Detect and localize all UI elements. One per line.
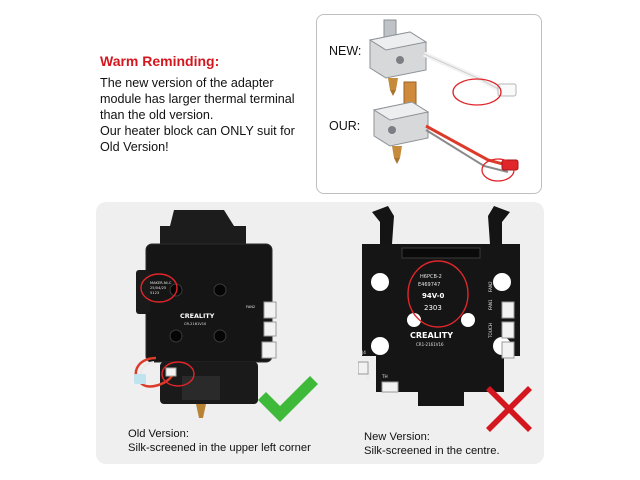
warning-body: The new version of the adapter module ha… <box>100 75 310 155</box>
warning-line: than the old version. <box>100 108 214 122</box>
new-caption-title: New Version: <box>364 431 430 443</box>
new-silk-line: 2303 <box>424 304 442 312</box>
new-silk-line: H6PCB-2 <box>420 274 442 280</box>
old-version-caption: Old Version: Silk-screened in the upper … <box>128 427 311 455</box>
new-side-label: FAN2 <box>488 281 493 292</box>
new-side-label: J4 <box>361 350 366 355</box>
new-version-label: NEW: <box>329 44 362 58</box>
old-adapter-board-image: MAKER-NI-C 25/04/25 5123 CREALITY CR-216… <box>134 210 277 418</box>
old-brand-text: CREALITY <box>180 312 215 320</box>
old-silk-line: 25/04/25 <box>150 286 166 290</box>
new-side-label: TH <box>381 374 388 379</box>
new-version-caption: New Version: Silk-screened in the centre… <box>364 430 500 458</box>
old-silk-line: MAKER-NI-C <box>150 281 172 285</box>
new-hotend-image <box>368 19 517 106</box>
new-silk-line: 94V-0 <box>422 292 445 300</box>
old-caption-title: Old Version: <box>128 428 189 440</box>
our-hotend-image <box>372 81 519 182</box>
new-side-label: FAN1 <box>488 299 493 310</box>
new-brand-text: CREALITY <box>410 331 453 340</box>
warning-line: Old Version! <box>100 140 169 154</box>
new-caption-text: Silk-screened in the centre. <box>364 445 500 457</box>
new-adapter-board-image: H6PCB-2 E469747 94V-0 2303 CREALITY CR1-… <box>358 206 520 406</box>
new-model-text: CR1-2161V16 <box>416 342 444 347</box>
old-caption-text: Silk-screened in the upper left corner <box>128 442 311 454</box>
warning-line: Our heater block can ONLY suit for <box>100 124 295 138</box>
old-silk-line: 5123 <box>150 291 159 295</box>
cross-icon <box>486 386 532 432</box>
new-side-label: TOUCH <box>488 323 493 339</box>
old-model-text: CR-2161V10 <box>184 322 207 326</box>
new-silk-line: E469747 <box>418 282 440 288</box>
warning-line: module has larger thermal terminal <box>100 92 295 106</box>
warning-line: The new version of the adapter <box>100 76 274 90</box>
new-side-label: HEAT <box>365 370 370 381</box>
our-version-label: OUR: <box>329 119 361 133</box>
check-icon <box>258 376 318 422</box>
warning-title: Warm Reminding: <box>100 53 220 69</box>
old-fan-label: FAN2 <box>246 305 255 309</box>
